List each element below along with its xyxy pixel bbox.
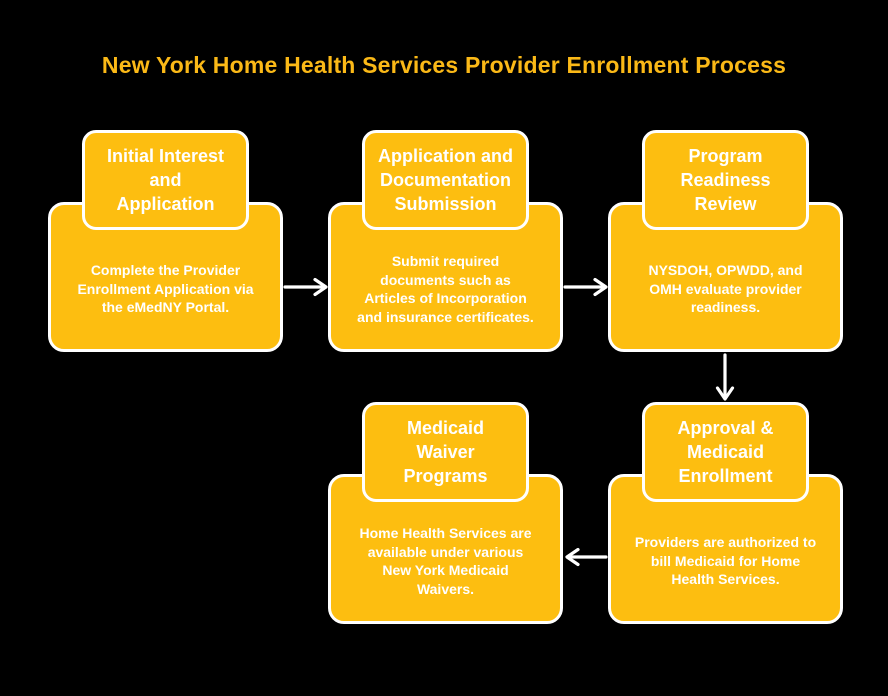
node-medicaid-waiver: Home Health Services are available under… <box>328 402 563 624</box>
arrow-left-5-4 <box>565 547 608 567</box>
node-header: Medicaid Waiver Programs <box>362 402 529 502</box>
node-header: Program Readiness Review <box>642 130 809 230</box>
node-title-line: Submission <box>394 194 497 214</box>
node-body-line: bill Medicaid for Home <box>650 552 801 569</box>
arrow-right-2-3 <box>563 277 608 297</box>
node-header: Approval & Medicaid Enrollment <box>642 402 809 502</box>
node-body-line: Complete the Provider <box>90 262 241 279</box>
node-title-line: Readiness <box>680 170 771 190</box>
arrow-down-3-5 <box>715 353 735 401</box>
node-body-line: the eMedNY Portal. <box>101 299 230 316</box>
node-program-readiness: NYSDOH, OPWDD, and OMH evaluate provider… <box>608 130 843 352</box>
node-body-line: Providers are authorized to <box>634 534 817 551</box>
node-body-line: Enrollment Application via <box>77 280 254 297</box>
node-body-line: Health Services. <box>671 571 780 588</box>
node-body-line: NYSDOH, OPWDD, and <box>648 262 803 279</box>
node-title-line: Approval & <box>677 418 774 438</box>
node-title-line: Initial Interest <box>106 146 225 166</box>
node-body-line: readiness. <box>690 299 761 316</box>
node-body-line: OMH evaluate provider <box>649 280 802 297</box>
node-approval-enrollment: Providers are authorized to bill Medicai… <box>608 402 843 624</box>
node-body-line: Articles of Incorporation <box>364 290 527 306</box>
node-title-line: and <box>149 170 182 190</box>
node-title-line: Medicaid <box>686 442 765 462</box>
node-body-line: Submit required <box>391 253 500 269</box>
node-title-line: Programs <box>403 466 488 486</box>
node-body-line: Waivers. <box>416 580 475 597</box>
node-title-line: Enrollment <box>678 466 773 486</box>
node-body-line: New York Medicaid <box>382 562 509 578</box>
node-body-line: and insurance certificates. <box>357 308 534 325</box>
node-title-line: Application <box>116 194 215 214</box>
node-body-line: documents such as <box>380 271 511 288</box>
diagram-title: New York Home Health Services Provider E… <box>101 52 787 78</box>
node-header: Initial Interest and Application <box>82 130 249 230</box>
node-title-line: Application and <box>378 146 513 166</box>
node-application-documentation: Submit required documents such as Articl… <box>328 130 563 352</box>
arrow-right-1-2 <box>283 277 328 297</box>
node-title-line: Documentation <box>379 170 511 190</box>
node-initial-interest: Complete the Provider Enrollment Applica… <box>48 130 283 352</box>
node-header: Application and Documentation Submission <box>362 130 529 230</box>
node-title-line: Review <box>694 194 757 214</box>
node-body-line: available under various <box>367 543 524 560</box>
node-title-line: Medicaid <box>406 418 485 438</box>
node-title-line: Program <box>688 146 763 166</box>
node-body-line: Home Health Services are <box>359 525 532 541</box>
node-title-line: Waiver <box>416 442 475 462</box>
